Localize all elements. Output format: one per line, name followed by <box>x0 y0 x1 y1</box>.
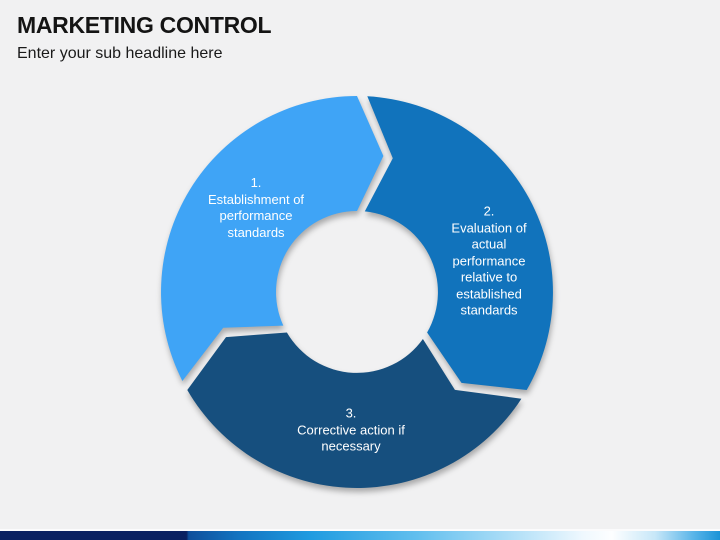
footer-accent-bar <box>0 529 720 540</box>
slide-header: MARKETING CONTROL Enter your sub headlin… <box>17 12 703 64</box>
slide-title: MARKETING CONTROL <box>17 12 272 38</box>
segment-2-arrow-shape <box>364 96 553 391</box>
slide-subtitle: Enter your sub headline here <box>17 45 223 63</box>
segment-3-arrow-shape <box>187 332 522 488</box>
segment-1-arrow-shape <box>161 96 384 381</box>
